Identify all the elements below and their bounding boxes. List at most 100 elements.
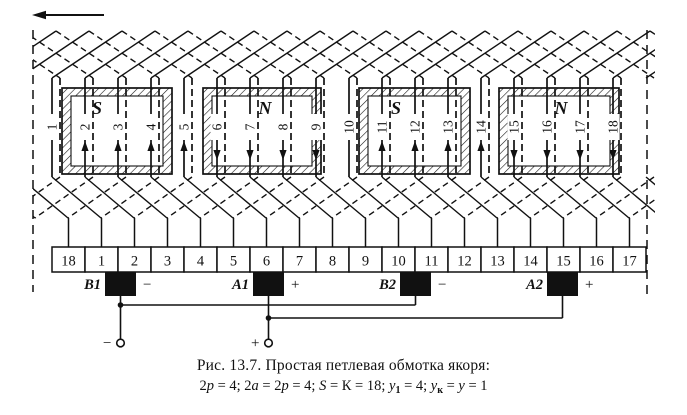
- end-winding-bottom: [33, 176, 655, 247]
- caption-param-token: =: [442, 378, 459, 394]
- commutator-bar-number: 2: [131, 254, 138, 270]
- commutator-bar-number: 1: [98, 254, 105, 270]
- commutator-bar-number: 9: [362, 254, 369, 270]
- brush-polarity-sign: −: [438, 277, 446, 293]
- slot-1: 1: [43, 78, 62, 177]
- brush-polarity-sign: +: [585, 277, 593, 293]
- slot-18: 18: [604, 78, 623, 177]
- commutator-bar-16: 16: [579, 246, 614, 273]
- commutator-bar-number: 14: [523, 254, 538, 270]
- caption-param-token: p: [206, 378, 214, 394]
- terminal-circle-icon: [115, 338, 126, 348]
- terminal-sign: −: [103, 336, 111, 352]
- current-arrow-up-icon: [81, 141, 89, 151]
- slot-16: 16: [538, 78, 557, 177]
- commutator-bar-number: 7: [296, 254, 303, 270]
- commutator-bar-6: 6: [249, 246, 284, 273]
- commutator-bar-12: 12: [447, 246, 482, 273]
- caption-param-token: S: [319, 378, 327, 394]
- commutator-bar-1: 1: [84, 246, 119, 273]
- terminal-plus: +: [251, 336, 274, 352]
- pole-label: N: [258, 98, 273, 118]
- caption-param-token: a: [251, 378, 259, 394]
- caption-param-token: = 4;: [400, 378, 431, 394]
- current-arrow-up-icon: [114, 141, 122, 151]
- slot-number: 5: [177, 123, 192, 130]
- current-arrow-down-icon: [246, 150, 254, 160]
- slot-8: 8: [274, 78, 293, 177]
- caption-param-token: = 4;: [288, 378, 320, 394]
- terminal-minus: −: [103, 336, 126, 352]
- current-arrow-up-icon: [378, 141, 386, 151]
- slot-number: 10: [342, 120, 357, 134]
- slot-13: 13: [439, 78, 458, 177]
- slot-number: 15: [507, 120, 522, 134]
- caption-title: Рис. 13.7. Простая петлевая обмотка якор…: [196, 357, 491, 374]
- brush-A1: A1+: [231, 272, 299, 296]
- commutator-bar-number: 17: [622, 254, 637, 270]
- pole-label: S: [391, 98, 401, 118]
- slot-number: 8: [276, 123, 291, 130]
- brush-B1: B1−: [83, 272, 151, 296]
- caption-param-token: к: [437, 385, 443, 396]
- wire-junction-dot: [117, 302, 124, 308]
- slot-number: 14: [474, 120, 489, 134]
- commutator-bar-number: 13: [490, 254, 505, 270]
- current-arrow-down-icon: [279, 150, 287, 160]
- brush-block: [253, 272, 284, 296]
- commutator-bar-number: 6: [263, 254, 270, 270]
- commutator-bar-number: 5: [230, 254, 237, 270]
- slot-number: 4: [144, 123, 159, 130]
- commutator-bar-11: 11: [414, 246, 449, 273]
- brush-polarity-sign: −: [143, 277, 151, 293]
- current-arrow-up-icon: [147, 141, 155, 151]
- slot-3: 3: [109, 78, 128, 177]
- commutator-bar-9: 9: [348, 246, 383, 273]
- commutator-bar-17: 17: [612, 246, 647, 273]
- pole-box-s-1: S: [61, 87, 173, 175]
- slot-number: 13: [441, 120, 456, 134]
- slot-4: 4: [142, 78, 161, 177]
- commutator-bar-number: 16: [589, 254, 604, 270]
- commutator-bar-4: 4: [183, 246, 218, 273]
- current-arrow-up-icon: [444, 141, 452, 151]
- slot-number: 12: [408, 120, 423, 134]
- commutator-bar-number: 8: [329, 254, 336, 270]
- pole-label: S: [92, 98, 102, 118]
- wiring: −+: [103, 296, 564, 352]
- brush-label: A2: [525, 277, 543, 293]
- commutator-bar-10: 10: [381, 246, 416, 273]
- commutator-bar-3: 3: [150, 246, 185, 273]
- commutator-bar-2: 2: [117, 246, 152, 273]
- brush-block: [400, 272, 431, 296]
- slot-7: 7: [241, 78, 260, 177]
- caption-param-token: y: [458, 378, 465, 394]
- commutator-bar-8: 8: [315, 246, 350, 273]
- caption-param-token: = 4; 2: [213, 378, 252, 394]
- slot-number: 2: [78, 124, 93, 131]
- caption-param-token: = 2: [258, 378, 282, 394]
- commutator-bar-number: 3: [164, 254, 171, 270]
- caption-param-token: y: [389, 378, 396, 394]
- slot-5: 5: [175, 78, 194, 177]
- commutator-bar-number: 15: [556, 254, 571, 270]
- current-arrow-down-icon: [213, 150, 221, 160]
- terminal-circle-icon: [263, 338, 274, 348]
- commutator-bar-5: 5: [216, 246, 251, 273]
- commutator-bar-number: 10: [391, 254, 406, 270]
- commutator-bar-18: 18: [51, 246, 86, 273]
- slot-number: 16: [540, 120, 555, 134]
- wire-junction-dot: [265, 315, 272, 321]
- commutator-bar-number: 18: [61, 254, 76, 270]
- slot-15: 15: [505, 78, 524, 177]
- current-arrow-down-icon: [609, 150, 617, 160]
- slot-number: 9: [309, 123, 324, 130]
- end-windings: [33, 30, 655, 247]
- slot-17: 17: [571, 78, 590, 177]
- caption-param-token: y: [430, 378, 438, 394]
- brush-block: [105, 272, 136, 296]
- current-arrow-up-icon: [180, 141, 188, 151]
- commutator-bar-number: 12: [457, 254, 472, 270]
